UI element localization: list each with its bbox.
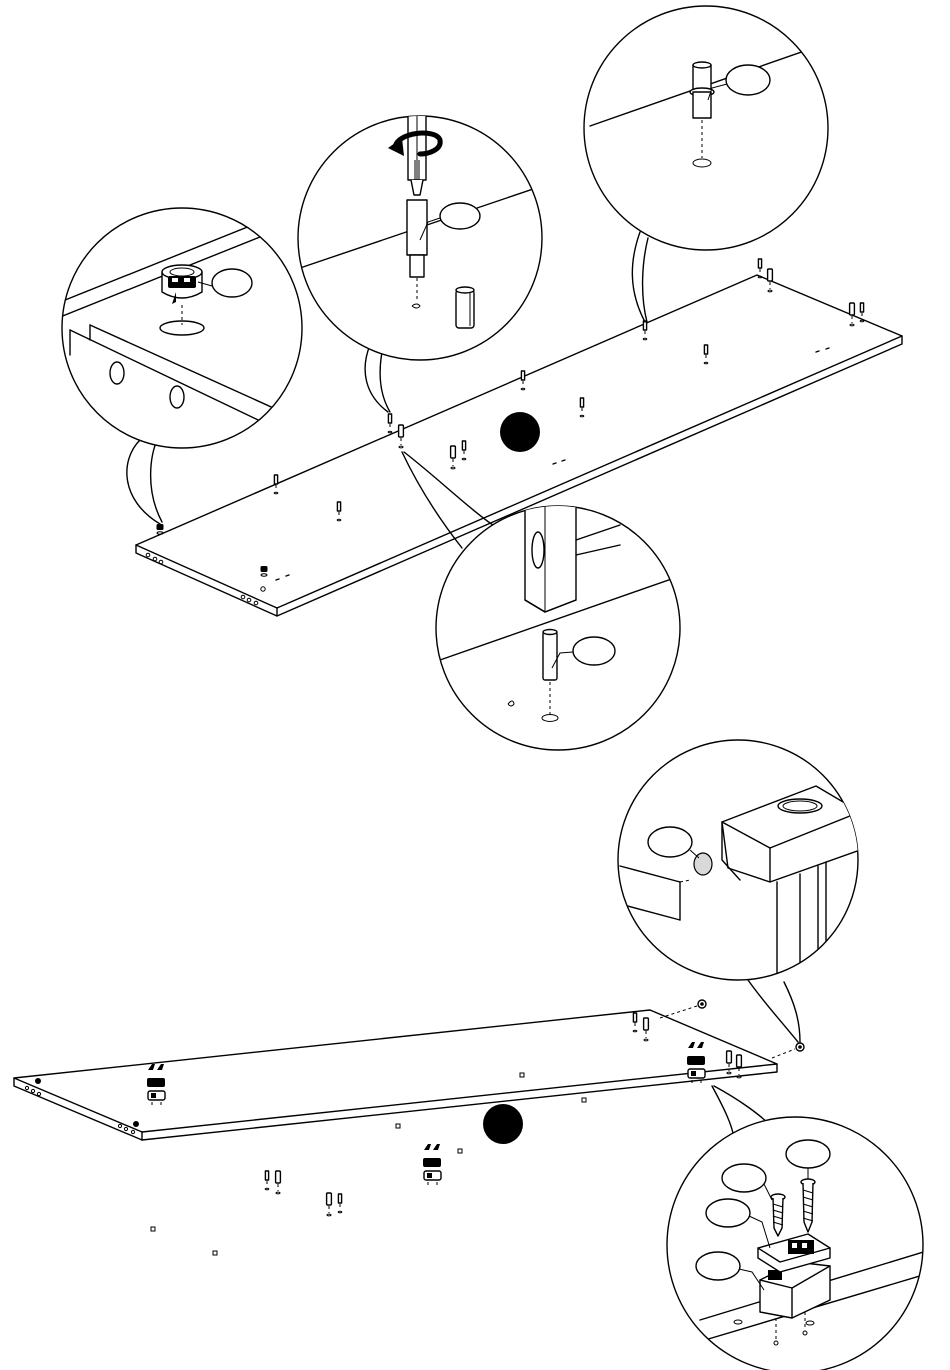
cam-lock-icon (157, 524, 164, 534)
callout-dowel-top (726, 65, 770, 95)
step-badge-lower (483, 1104, 523, 1144)
leader-cam (127, 440, 160, 524)
shelf-pin (772, 1043, 804, 1058)
step-badge-upper (500, 412, 540, 452)
callout-cam-lock (212, 269, 252, 297)
callout-hinge-plate (706, 1199, 750, 1227)
detail-shelf-pin (618, 740, 860, 990)
callout-short-screw (722, 1164, 766, 1192)
hinge-plate-icon (423, 1144, 441, 1188)
callout-base-block (696, 1252, 740, 1280)
callout-long-screw (786, 1140, 830, 1168)
detail-dowel-top (584, 6, 830, 250)
leader-shelf-pin (784, 982, 800, 1042)
detail-screwdriver (298, 110, 545, 360)
callout-shelf-pin (648, 827, 692, 857)
detail-hinge (667, 1117, 940, 1370)
callout-wood-dowel (573, 637, 615, 665)
detail-hammer (436, 500, 680, 750)
detail-cam-lock (40, 208, 302, 448)
leader-hinge (712, 1086, 734, 1138)
callout-cam-bolt (440, 203, 480, 229)
shelf-pin (660, 1000, 706, 1018)
